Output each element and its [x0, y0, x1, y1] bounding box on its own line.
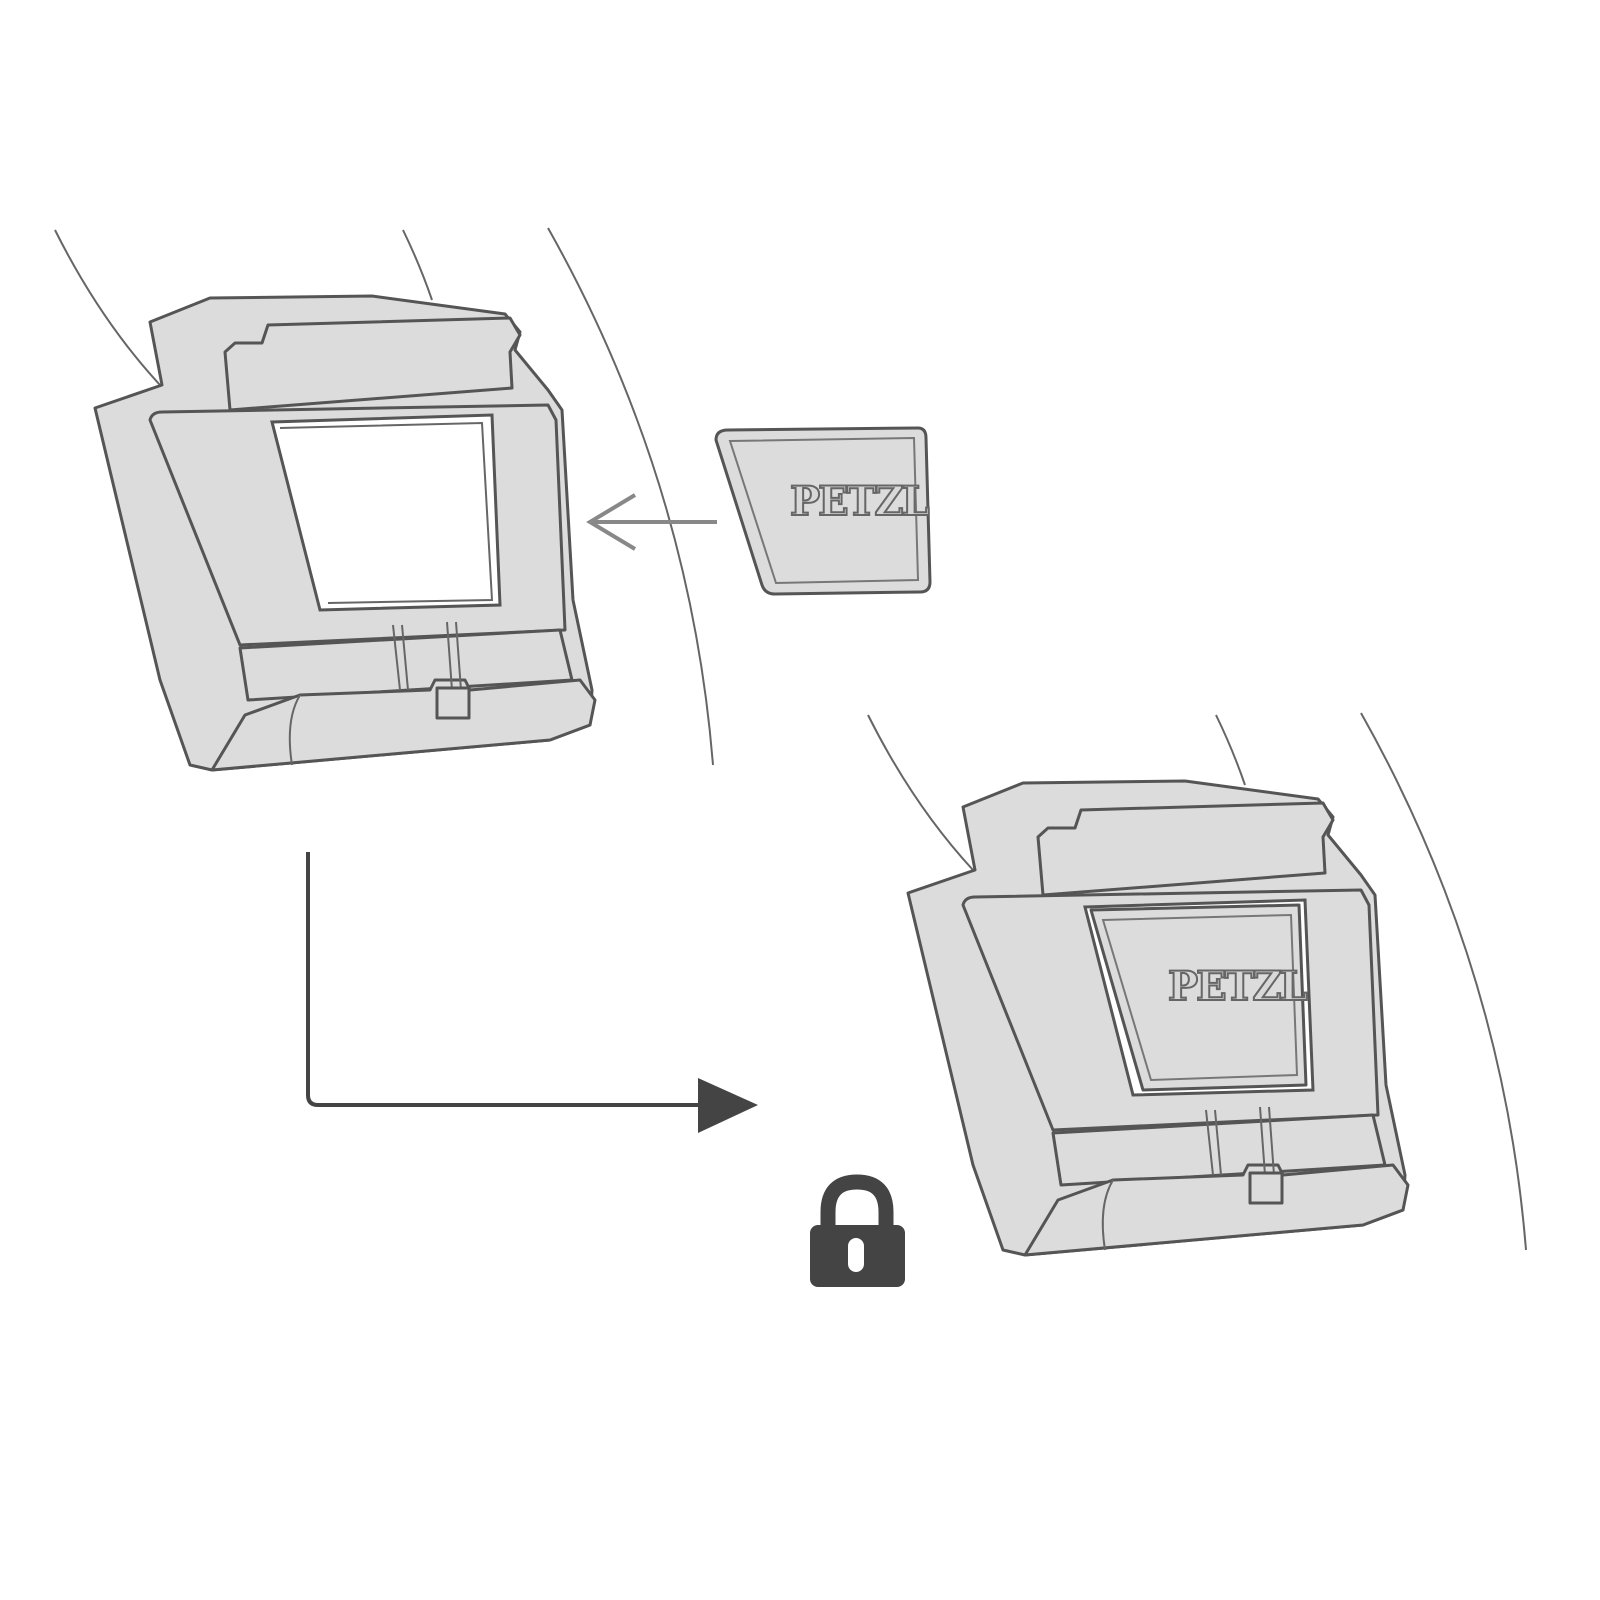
lock-icon — [810, 1174, 905, 1287]
brand-logo: PETZL — [790, 478, 930, 525]
petzl-plate: PETZL — [714, 426, 933, 596]
mount-locked: PETZL — [866, 711, 1528, 1257]
insert-arrow-icon — [586, 493, 717, 551]
next-step-arrow-icon — [306, 852, 758, 1133]
brand-logo-installed: PETZL — [1168, 963, 1308, 1010]
mount-open — [53, 226, 715, 772]
